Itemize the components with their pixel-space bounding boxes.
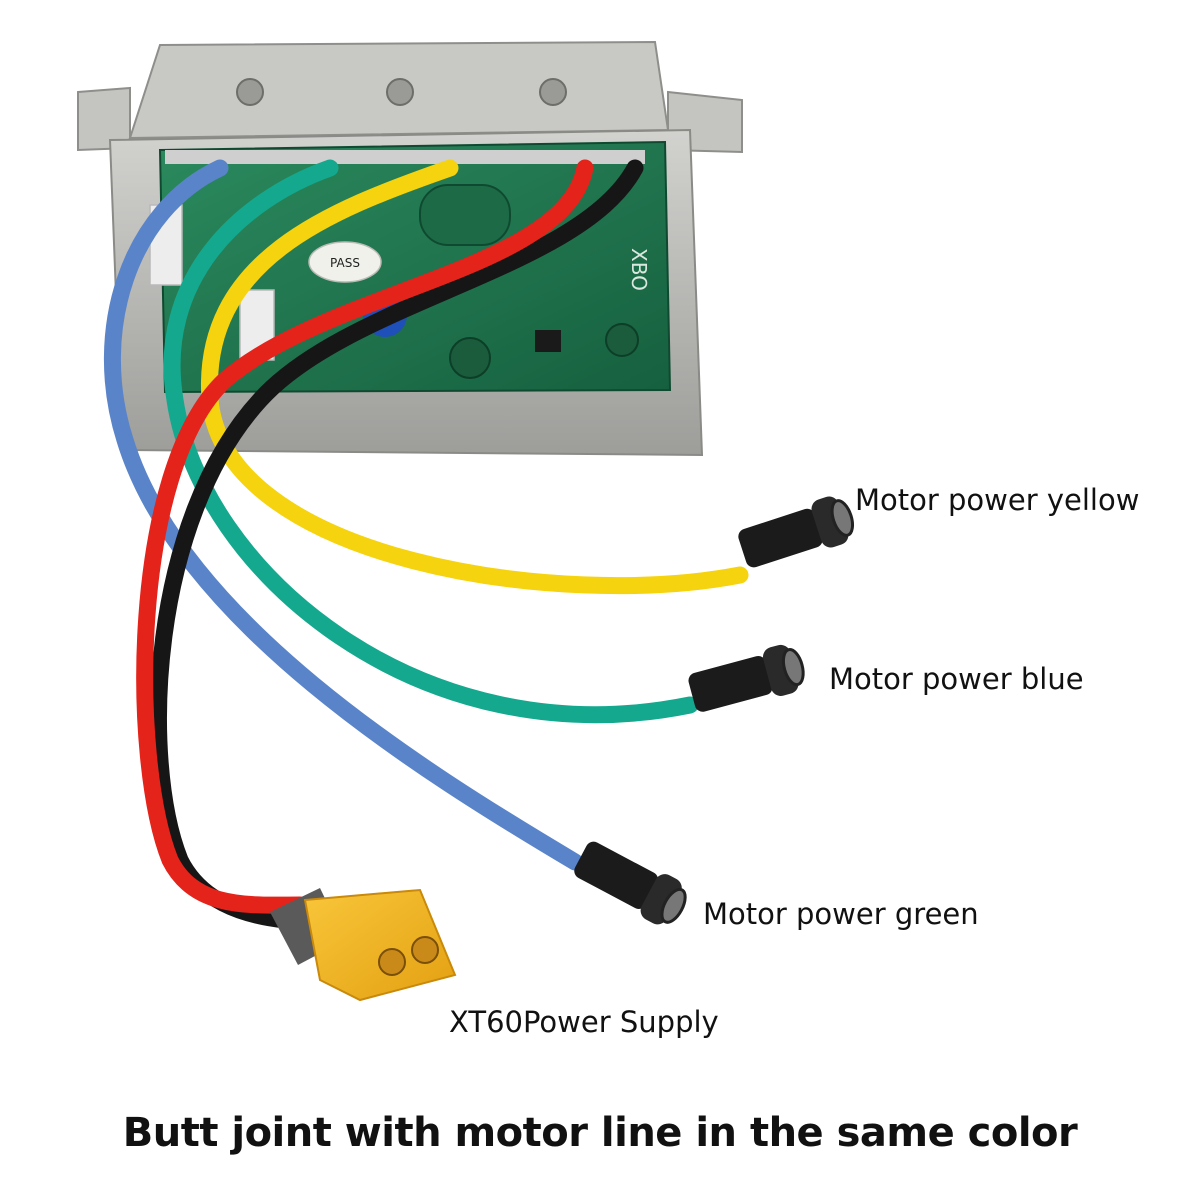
connector-green [574,841,687,925]
capacitor-large [419,184,511,246]
xt60-pin-2 [411,936,439,964]
wires [103,159,749,929]
brand-text: XBO [627,248,651,291]
svg-text:PASS: PASS [330,256,360,270]
circuit-board: PASS XBO [149,140,672,394]
label-xt60-power-supply: XT60Power Supply [449,1005,719,1039]
caption: Butt joint with motor line in the same c… [122,1110,1078,1156]
xt60-pin-1 [378,948,406,976]
label-motor-power-blue: Motor power blue [829,662,1084,696]
screw-2 [386,78,414,106]
wire-blue [103,159,584,871]
capacitor-small [449,337,491,379]
screw-3 [539,78,567,106]
label-motor-power-green: Motor power green [703,897,979,931]
pass-sticker [308,241,382,283]
wire-yellow [201,159,749,595]
label-motor-power-yellow: Motor power yellow [855,483,1140,517]
chip [535,330,561,352]
screw-1 [236,78,264,106]
wire-red [136,159,594,914]
wire-green [163,159,699,724]
connector-strip [165,150,645,164]
xt60-connector [270,888,457,1002]
capacitor-right [605,323,639,357]
connector-yellow [738,496,855,568]
connector-blue [688,644,805,712]
